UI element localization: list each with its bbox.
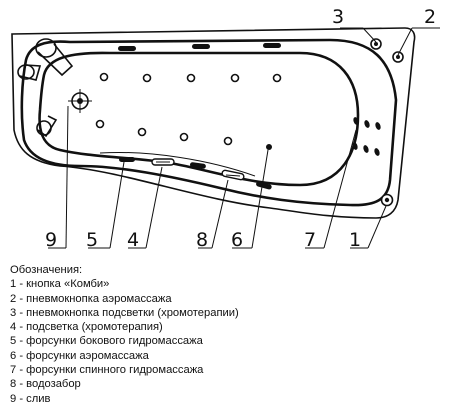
headrest-pillows	[17, 38, 74, 138]
water-intake-dot	[266, 144, 272, 150]
legend: Обозначения: 1 - кнопка «Комби» 2 - пнев…	[10, 263, 440, 406]
tub-outer-rim	[11, 27, 416, 219]
legend-item-3: 3 - пневмокнопка подсветки (хромотерапии…	[10, 306, 239, 319]
legend-item-2: 2 - пневмокнопка аэромассажа	[10, 292, 172, 305]
rim-buttons	[370, 38, 404, 207]
legend-item-9: 9 - слив	[10, 392, 51, 405]
callout-7: 7	[304, 229, 316, 251]
drain	[68, 89, 92, 113]
callout-4: 4	[127, 229, 139, 251]
air-jets	[95, 72, 282, 146]
tub-rim-inner	[20, 38, 398, 207]
legend-title: Обозначения:	[10, 264, 83, 276]
legend-item-8: 8 - водозабор	[10, 378, 81, 391]
legend-item-1: 1 - кнопка «Комби»	[10, 278, 110, 291]
legend-item-6: 6 - форсунки аэромассажа	[10, 349, 149, 362]
bathtub-diagram: 3 2 9 5 4 8 6 7 1	[11, 6, 440, 251]
side-hydro-jets	[119, 157, 272, 190]
back-hydro-jets	[352, 117, 381, 156]
callout-3: 3	[332, 6, 344, 28]
callout-6: 6	[231, 229, 243, 251]
legend-item-7: 7 - форсунки спинного гидромассажа	[10, 364, 204, 377]
legend-item-4: 4 - подсветка (хромотерапия)	[10, 321, 163, 334]
callout-2: 2	[424, 6, 436, 28]
tub-seat-line	[99, 152, 256, 177]
callout-1: 1	[349, 229, 361, 251]
callout-8: 8	[196, 229, 208, 251]
lighting-fixtures	[151, 158, 245, 181]
rim-air-slots	[118, 43, 281, 51]
callout-5: 5	[86, 229, 98, 251]
legend-item-5: 5 - форсунки бокового гидромассажа	[10, 335, 203, 348]
callout-9: 9	[45, 229, 57, 251]
leader-lines	[48, 27, 440, 249]
